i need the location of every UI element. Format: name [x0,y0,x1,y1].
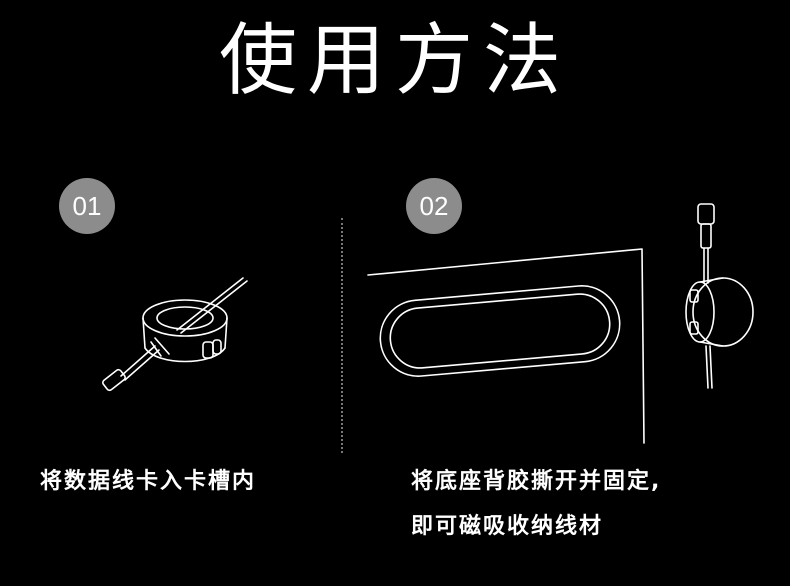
mounted-base-illustration [367,248,645,444]
step-2-caption-line-1: 将底座背胶撕开并固定, [411,469,662,494]
step-1-number-badge: 01 [59,178,115,234]
cable-clip-illustration [102,277,248,392]
step-1-caption: 将数据线卡入卡槽内 [40,469,257,494]
step-divider [341,218,343,453]
step-2-number-badge: 02 [406,178,462,234]
step-2-caption-line-2: 即可磁吸收纳线材 [411,514,604,539]
page-title: 使用方法 [218,16,571,106]
magnetic-holder-with-cable-illustration [685,203,754,389]
